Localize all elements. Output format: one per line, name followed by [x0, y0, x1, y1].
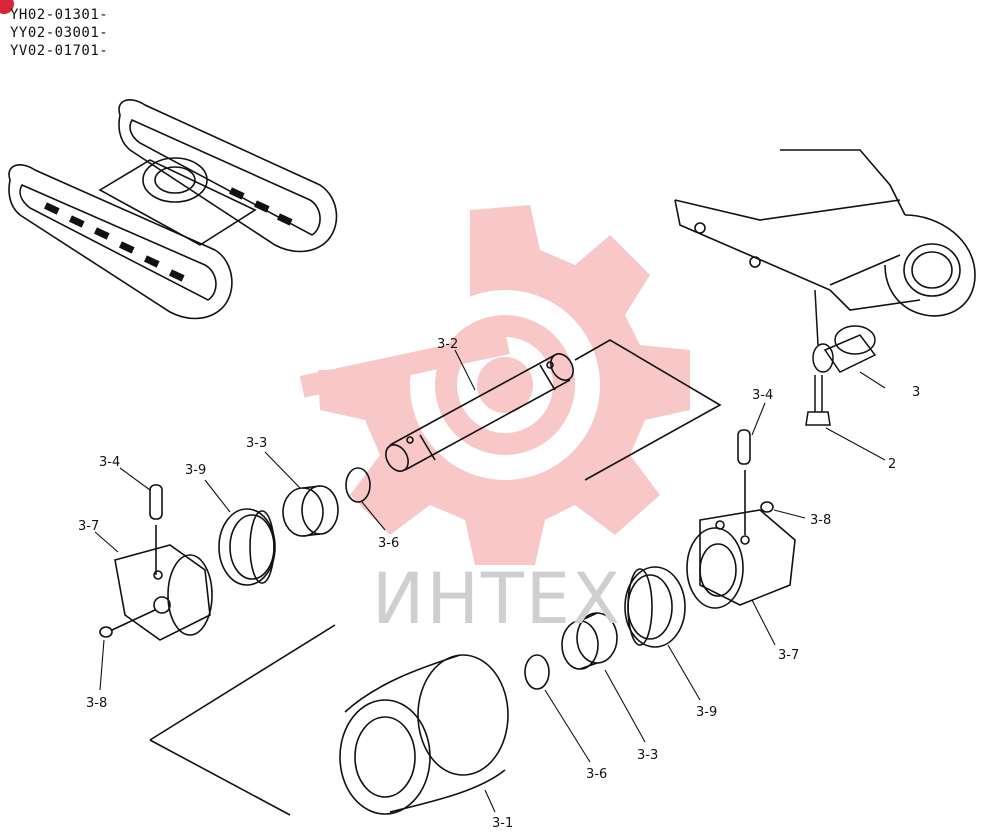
track-frame-housing-illustration [674, 149, 976, 317]
part-3-9-left-seal-illustration [218, 508, 276, 586]
callout-3-7-right: 3-7 [778, 648, 799, 663]
part-3-8-left-fitting-illustration [99, 609, 156, 638]
callout-3-2: 3-2 [437, 337, 458, 352]
part-3-9-right-seal-illustration [624, 566, 686, 648]
part-3-3-right-bushing-illustration [561, 612, 618, 670]
callout-3-7-left: 3-7 [78, 519, 99, 534]
part-3-6-right-ring-illustration [524, 654, 550, 690]
serial-number-3: YV02-01701- [10, 43, 109, 59]
serial-number-2: YY02-03001- [10, 25, 109, 41]
part-2-bolt-illustration [805, 375, 831, 426]
part-3-2-shaft-illustration [385, 339, 722, 481]
callout-3-8-right: 3-8 [810, 513, 831, 528]
leader-lines [94, 349, 886, 813]
callout-3-1: 3-1 [492, 816, 513, 831]
watermark-gear-icon [299, 205, 690, 565]
callout-3-9-left: 3-9 [185, 463, 206, 478]
corner-badge-icon [0, 0, 14, 14]
part-3-4-right-pin-illustration [737, 429, 751, 535]
serial-number-1: YH02-01301- [10, 7, 109, 23]
part-3-6-left-ring-illustration [345, 467, 371, 503]
part-3-7-left-hub-illustration [114, 544, 213, 641]
part-3-8-right-fitting-illustration [760, 501, 774, 513]
callout-labels: 3-2 3 2 3-4 3-8 3-7 3-9 3-3 3-6 3-1 3-4 … [78, 337, 920, 831]
part-3-4-left-pin-illustration [149, 484, 163, 575]
callout-3-6-right: 3-6 [586, 767, 607, 782]
watermark-text: ИНТЕХ [372, 558, 622, 640]
callout-3-3-left: 3-3 [246, 436, 267, 451]
undercarriage-frame-illustration [8, 99, 338, 320]
part-3-bracket-illustration [812, 289, 877, 373]
callout-3-3-right: 3-3 [637, 748, 658, 763]
callout-3-4-left: 3-4 [99, 455, 120, 470]
part-3-3-left-bushing-illustration [282, 485, 339, 537]
callout-3-6-left: 3-6 [378, 536, 399, 551]
callout-2: 2 [888, 457, 896, 472]
part-3-7-right-hub-illustration [686, 509, 796, 609]
part-3-1-roller-illustration [149, 624, 509, 816]
callout-3: 3 [912, 385, 920, 400]
callout-3-4-right: 3-4 [752, 388, 773, 403]
callout-3-9-right: 3-9 [696, 705, 717, 720]
callout-3-8-left: 3-8 [86, 696, 107, 711]
